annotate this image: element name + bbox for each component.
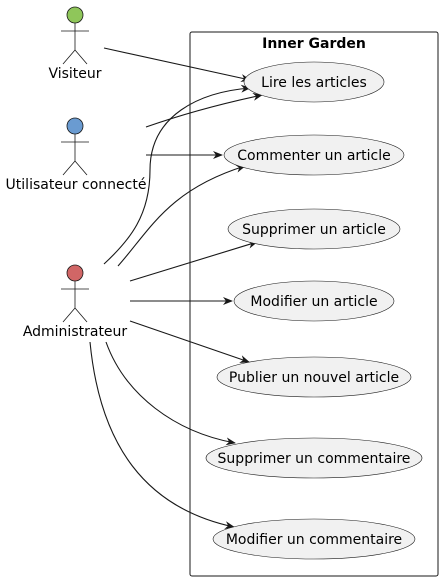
association-admin-modifier-commentaire (89, 341, 235, 530)
actor-admin-head (66, 264, 84, 282)
association-admin-commenter (117, 164, 246, 267)
association-admin-publier (129, 320, 250, 363)
association-utilisateur-lire (145, 92, 263, 128)
actor-admin: Administrateur (23, 264, 128, 340)
use-case-commenter-label: Commenter un article (237, 148, 391, 164)
associations (89, 47, 263, 530)
actor-utilisateur: Utilisateur connecté (6, 117, 147, 193)
association-visiteur-lire (103, 47, 251, 82)
use-case-publier: Publier un nouvel article (216, 356, 412, 398)
association-admin-supprimer-commentaire (105, 341, 236, 446)
actor-admin-label: Administrateur (23, 324, 128, 340)
actor-utilisateur-head (66, 117, 84, 135)
use-case-supprimer-commentaire: Supprimer un commentaire (205, 437, 423, 479)
actor-visiteur: Visiteur (48, 6, 102, 82)
use-case-commenter: Commenter un article (223, 134, 405, 176)
actor-utilisateur-label: Utilisateur connecté (6, 177, 147, 193)
use-case-modifier-article: Modifier un article (233, 280, 395, 322)
use-case-supprimer-article-label: Supprimer un article (242, 222, 386, 238)
use-case-publier-label: Publier un nouvel article (229, 370, 399, 386)
actor-visiteur-head (66, 6, 84, 24)
use-case-modifier-article-label: Modifier un article (250, 294, 377, 310)
use-case-modifier-commentaire: Modifier un commentaire (212, 518, 416, 560)
actor-visiteur-label: Visiteur (48, 66, 101, 82)
system-title: Inner Garden (262, 36, 366, 52)
association-admin-supprimer-article (129, 240, 258, 282)
use-case-supprimer-commentaire-label: Supprimer un commentaire (218, 451, 411, 467)
association-admin-lire (103, 84, 251, 265)
use-case-supprimer-article: Supprimer un article (227, 208, 401, 250)
use-case-lire-label: Lire les articles (261, 75, 367, 91)
use-case-lire: Lire les articles (243, 61, 385, 103)
use-case-modifier-commentaire-label: Modifier un commentaire (226, 532, 402, 548)
